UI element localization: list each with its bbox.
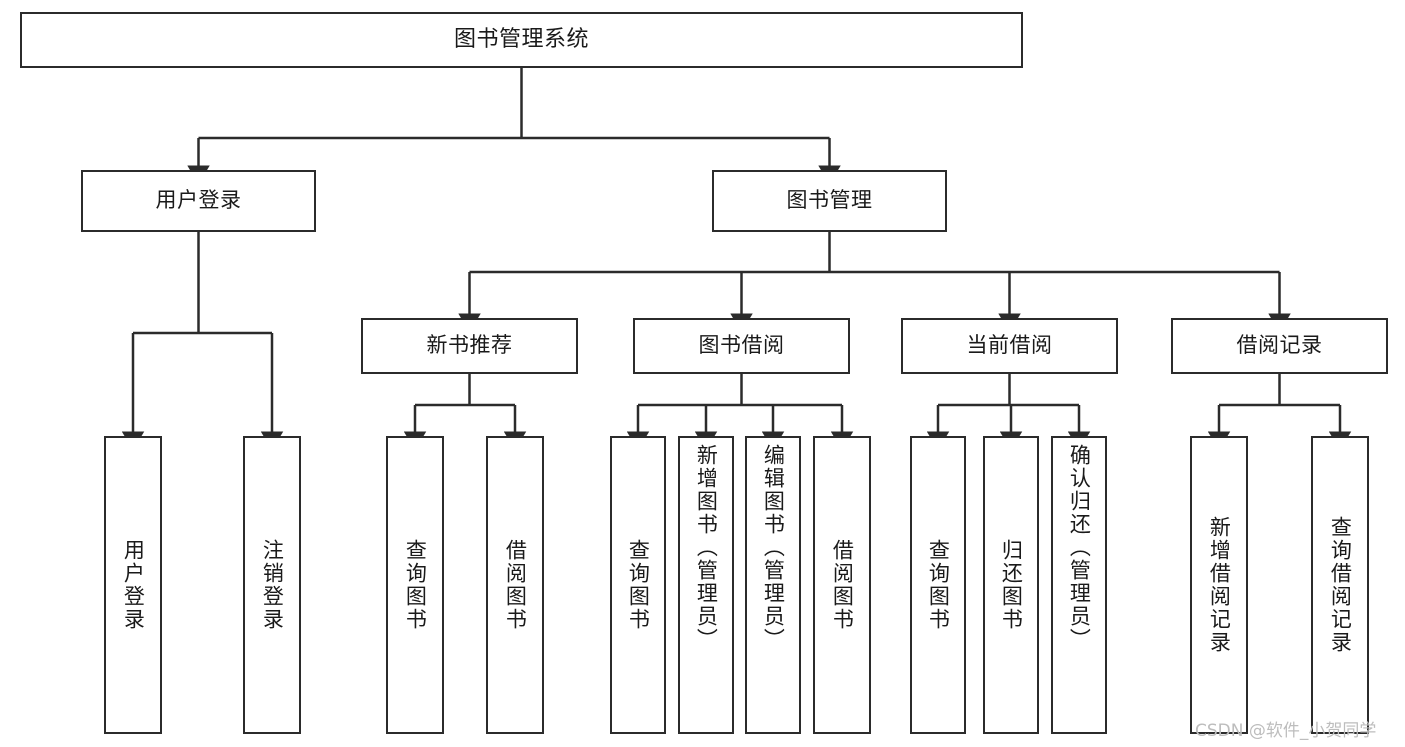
node-label: 图书管理 bbox=[786, 188, 873, 213]
node-leaf-query-book-3[interactable]: 查询图书 bbox=[910, 436, 966, 734]
node-label: 新增图书（管理员） bbox=[694, 444, 719, 651]
node-leaf-confirm-return[interactable]: 确认归还（管理员） bbox=[1051, 436, 1107, 734]
csdn-watermark: CSDN @软件_小贺同学 bbox=[1195, 721, 1377, 741]
node-label: 编辑图书（管理员） bbox=[761, 444, 786, 651]
node-label: 借阅记录 bbox=[1236, 333, 1323, 358]
node-label: 查询图书 bbox=[926, 539, 951, 631]
node-new-book-rec[interactable]: 新书推荐 bbox=[361, 318, 578, 374]
node-label: 借阅图书 bbox=[830, 539, 855, 631]
node-leaf-add-record[interactable]: 新增借阅记录 bbox=[1190, 436, 1248, 734]
node-leaf-query-record[interactable]: 查询借阅记录 bbox=[1311, 436, 1369, 734]
node-label: 用户登录 bbox=[121, 539, 146, 631]
node-label: 图书借阅 bbox=[698, 333, 785, 358]
node-book-borrow[interactable]: 图书借阅 bbox=[633, 318, 850, 374]
node-leaf-add-book[interactable]: 新增图书（管理员） bbox=[678, 436, 734, 734]
node-label: 查询图书 bbox=[403, 539, 428, 631]
node-leaf-return-book[interactable]: 归还图书 bbox=[983, 436, 1039, 734]
node-label: 当前借阅 bbox=[966, 333, 1053, 358]
node-label: 确认归还（管理员） bbox=[1067, 444, 1092, 651]
node-label: 查询图书 bbox=[626, 539, 651, 631]
node-label: 注销登录 bbox=[260, 539, 285, 631]
node-leaf-query-book-1[interactable]: 查询图书 bbox=[386, 436, 444, 734]
node-leaf-edit-book[interactable]: 编辑图书（管理员） bbox=[745, 436, 801, 734]
node-root[interactable]: 图书管理系统 bbox=[20, 12, 1023, 68]
node-current-borrow[interactable]: 当前借阅 bbox=[901, 318, 1118, 374]
node-leaf-user-login[interactable]: 用户登录 bbox=[104, 436, 162, 734]
node-label: 图书管理系统 bbox=[453, 26, 589, 52]
node-leaf-borrow-book-2[interactable]: 借阅图书 bbox=[813, 436, 871, 734]
node-label: 用户登录 bbox=[155, 188, 242, 213]
node-label: 查询借阅记录 bbox=[1328, 516, 1353, 654]
node-leaf-logout[interactable]: 注销登录 bbox=[243, 436, 301, 734]
node-leaf-borrow-book-1[interactable]: 借阅图书 bbox=[486, 436, 544, 734]
node-borrow-record[interactable]: 借阅记录 bbox=[1171, 318, 1388, 374]
node-leaf-query-book-2[interactable]: 查询图书 bbox=[610, 436, 666, 734]
node-label: 新书推荐 bbox=[426, 333, 513, 358]
node-book-manage[interactable]: 图书管理 bbox=[712, 170, 947, 232]
node-label: 归还图书 bbox=[999, 539, 1024, 631]
node-user-login[interactable]: 用户登录 bbox=[81, 170, 316, 232]
node-label: 新增借阅记录 bbox=[1207, 516, 1232, 654]
node-label: 借阅图书 bbox=[503, 539, 528, 631]
